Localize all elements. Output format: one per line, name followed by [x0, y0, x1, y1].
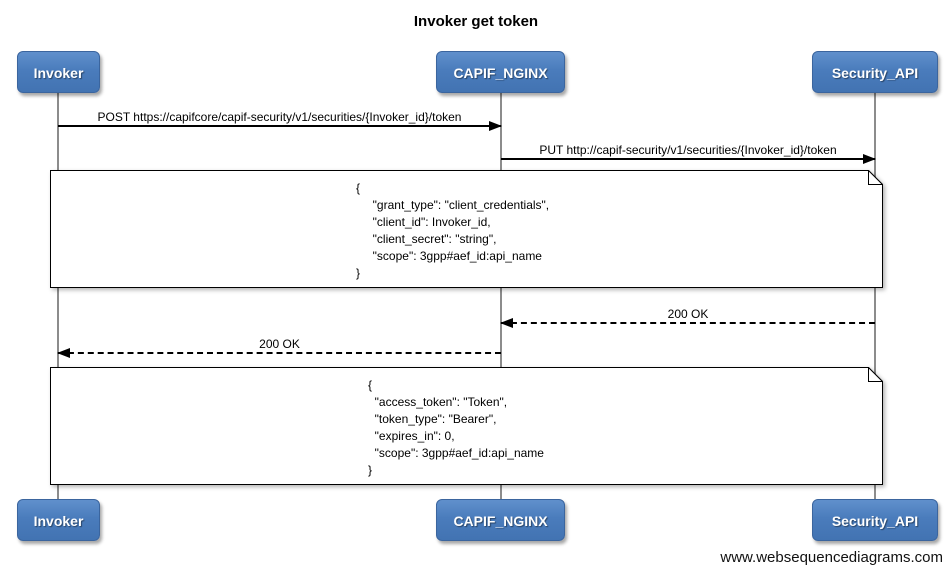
- actor-bottom-capif-nginx: CAPIF_NGINX: [436, 499, 565, 541]
- message-label: 200 OK: [667, 307, 709, 321]
- message-line: [501, 322, 875, 324]
- note-fold-icon: [868, 367, 883, 382]
- lifeline-invoker: [57, 92, 59, 500]
- message-line: [58, 352, 501, 354]
- actor-top-invoker: Invoker: [17, 51, 100, 93]
- message-line: [58, 125, 501, 127]
- diagram-title: Invoker get token: [413, 13, 539, 30]
- message-label: PUT http://capif-security/v1/securities/…: [539, 143, 837, 157]
- note-token-request-body: { "grant_type": "client_credentials", "c…: [50, 170, 883, 288]
- note-text: { "grant_type": "client_credentials", "c…: [356, 181, 550, 280]
- arrowhead-right-icon: [489, 121, 502, 131]
- message-put-token: PUT http://capif-security/v1/securities/…: [501, 143, 876, 164]
- actor-bottom-invoker: Invoker: [17, 499, 100, 541]
- lifeline-security-api: [874, 92, 876, 500]
- lifeline-capif-nginx: [500, 92, 502, 500]
- message-line: [501, 158, 875, 160]
- actor-top-capif-nginx: CAPIF_NGINX: [436, 51, 565, 93]
- arrowhead-left-icon: [57, 348, 70, 358]
- arrowhead-right-icon: [863, 154, 876, 164]
- message-label: 200 OK: [259, 337, 300, 351]
- message-post-token: POST https://capifcore/capif-security/v1…: [58, 110, 502, 131]
- message-200-ok-security: 200 OK: [500, 307, 875, 328]
- message-label: POST https://capifcore/capif-security/v1…: [97, 110, 462, 124]
- message-200-ok-capif: 200 OK: [57, 337, 501, 358]
- note-token-response-body: { "access_token": "Token", "token_type":…: [50, 367, 883, 485]
- note-outline: [50, 170, 883, 288]
- note-fold-icon: [868, 170, 883, 185]
- actor-bottom-security-api: Security_API: [812, 499, 938, 541]
- note-outline: [50, 367, 883, 485]
- arrowhead-left-icon: [500, 318, 513, 328]
- actor-top-security-api: Security_API: [812, 51, 938, 93]
- websequencediagrams-watermark: www.websequencediagrams.com: [720, 549, 943, 566]
- note-text: { "access_token": "Token", "token_type":…: [368, 378, 544, 477]
